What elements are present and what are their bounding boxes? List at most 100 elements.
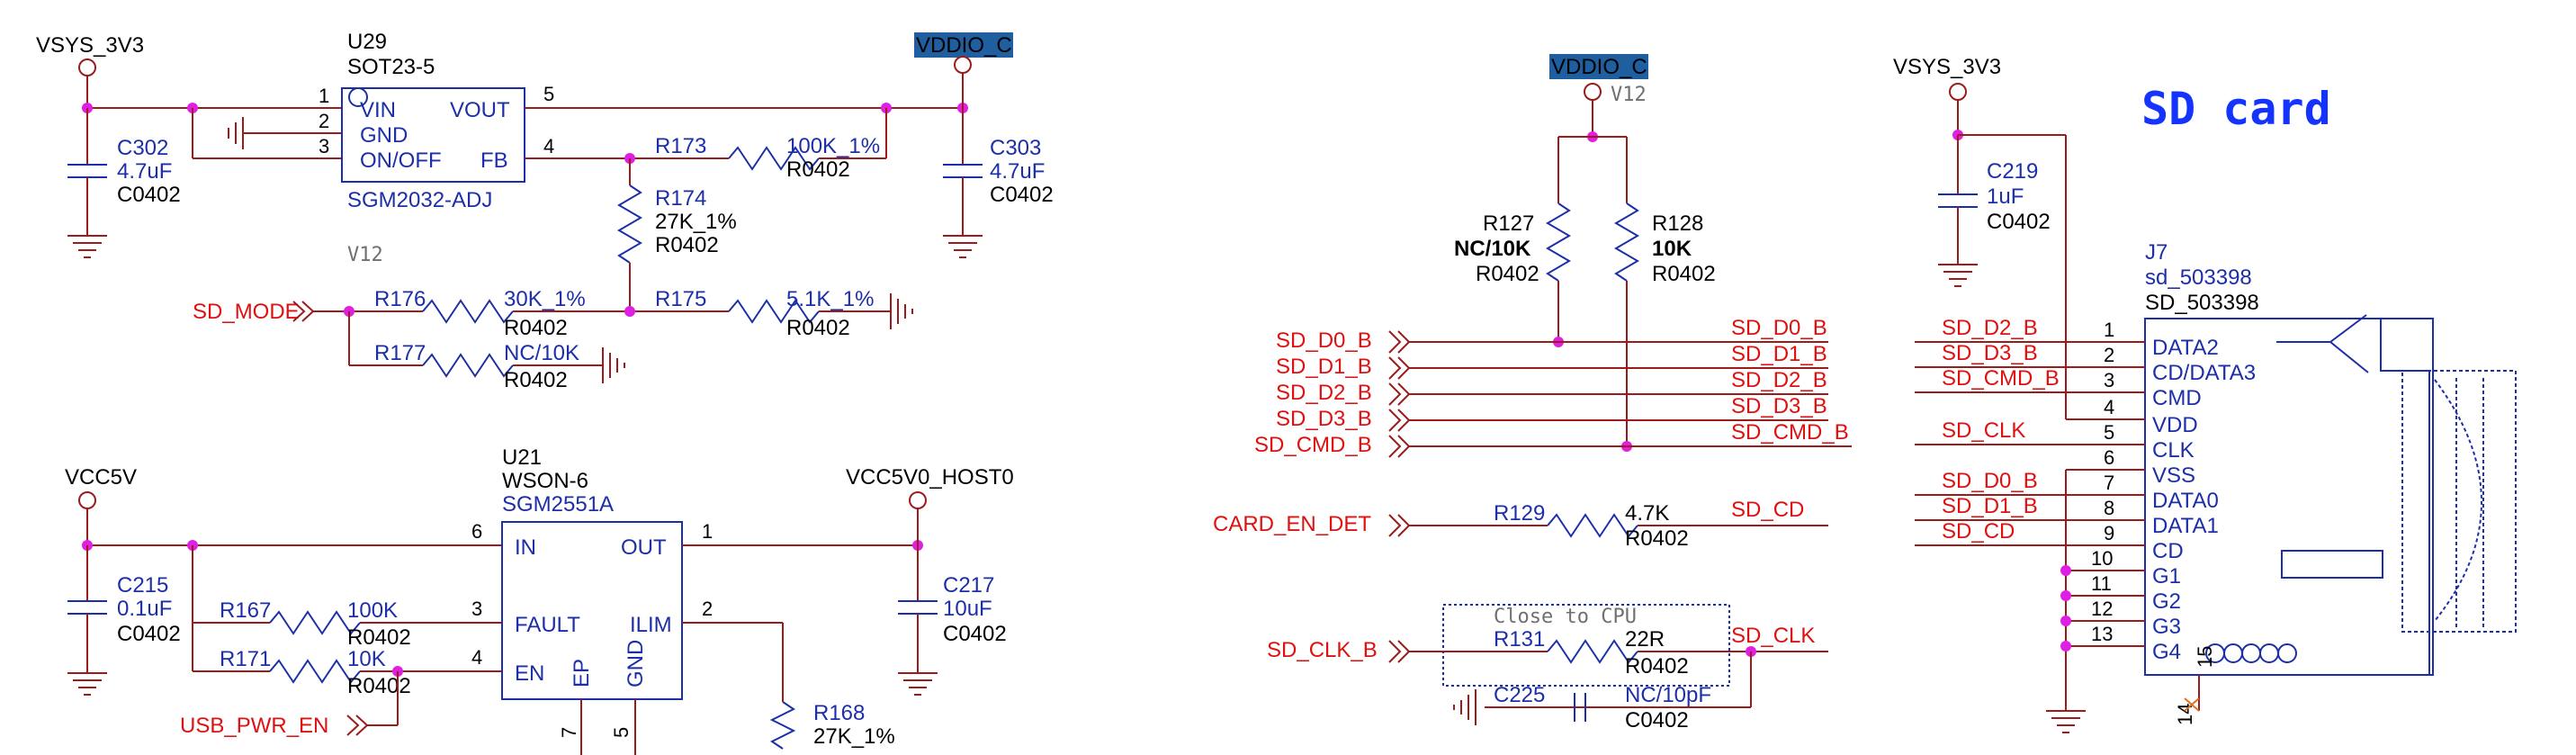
vsys-3v3-left-port [78,58,96,76]
usb-pwr-en-label: USB_PWR_EN [180,714,328,738]
c225-ref: C225 [1494,683,1545,707]
c225-value: NC/10pF [1625,683,1711,707]
j7-part: SD_503398 [2145,291,2259,315]
ground-symbol [67,672,107,696]
junction [2060,616,2071,626]
vsys-3v3-left-label: VSYS_3V3 [36,33,144,58]
j7-pin-row: 6 VSS [2066,446,2195,488]
r171-body [269,659,361,684]
sd-input-label: SD_D2_B [1276,381,1372,405]
j7-pin-number: 11 [2091,572,2112,595]
r176-body [422,299,514,324]
junction [2060,641,2071,652]
sd-output-label: SD_D1_B [1731,342,1827,366]
card-en-det-label: CARD_EN_DET [1213,512,1371,536]
j7-pin-name: VDD [2152,413,2198,437]
j7-extra-pin: 14 [2174,704,2196,725]
vddio-left-port [954,56,972,74]
c219-value: 1uF [1987,184,2024,209]
j7-pin-row: SD_D2_B 1 DATA2 [1915,316,2219,360]
u21-package: WSON-6 [502,469,588,493]
r168-ref: R168 [813,701,865,725]
j7-pin-row: SD_CD 9 CD [1915,519,2184,563]
r127-ref: R127 [1483,211,1534,236]
ground-symbol [943,235,983,258]
sd-input-label: SD_D1_B [1276,355,1372,379]
c215-value: 0.1uF [117,597,172,621]
j7-value: sd_503398 [2145,265,2252,290]
sd-mode-label: SD_MODE [193,300,300,324]
ground-symbol [1938,264,1978,287]
j7-pin-number: 8 [2104,497,2114,519]
offpage-connector [1388,330,1402,354]
sd-output-label: SD_D3_B [1731,394,1827,418]
c217-ref: C217 [943,573,994,598]
j7-net-label: SD_CMD_B [1942,366,2060,391]
j7-pin-name: G3 [2152,615,2181,639]
r173-value: 100K_1% [786,134,880,158]
c217-footprint: C0402 [943,622,1007,646]
r175-body [728,299,820,324]
j7-pin-row: 10 G1 [2066,547,2181,589]
offpage-connector [292,301,306,322]
r174-ref: R174 [655,186,706,211]
j7-pin-name: DATA0 [2152,489,2219,513]
u29-pin-number: 1 [319,85,329,107]
sd-bus-row: SD_D3_B SD_D3_B [1276,394,1828,432]
ground-symbol [898,672,938,696]
r128-ref: R128 [1652,211,1703,236]
j7-net-label: SD_D3_B [1942,341,2038,365]
r131-value: 22R [1625,627,1665,652]
j7-pin-row: 13 G4 [2066,623,2181,664]
r128-body [1614,202,1639,282]
j7-coil-symbol [2205,643,2297,663]
r167-ref: R167 [220,598,271,623]
j7-pin-name: CD/DATA3 [2152,361,2256,385]
vddio-left-highlight [914,32,1013,58]
u21-pin-en: EN [515,661,544,686]
u21-switch-section: VCC5V C215 0.1uF C0402 R167 100K R0402 [65,445,1014,755]
r128-footprint: R0402 [1652,262,1716,286]
r176-ref: R176 [374,287,426,311]
c219-ref: C219 [1987,159,2038,184]
close-to-cpu-label: Close to CPU [1494,606,1637,628]
u29-part: SGM2032-ADJ [347,188,492,212]
sd-output-label: SD_CMD_B [1731,420,1849,445]
c303-ref: C303 [990,136,1041,160]
u21-pin-number: 7 [558,727,580,738]
j7-card-outline [2273,318,2430,675]
j7-net-label: SD_D2_B [1942,316,2038,340]
j7-pin-row: SD_CMD_B 3 CMD [1915,366,2202,410]
j7-connector-section: SD card VSYS_3V3 C219 1uF C0402 J7 sd_50… [1893,55,2517,733]
j7-net-label: SD_D0_B [1942,469,2038,493]
sd-input-label: SD_D0_B [1276,328,1372,353]
r175-footprint: R0402 [786,316,850,340]
sd-clk-label: SD_CLK [1731,624,1815,648]
r131-footprint: R0402 [1625,654,1689,679]
u21-pin-number: 1 [702,520,713,543]
r168-body [769,701,796,750]
vcc5v-port [78,491,96,509]
r127-footprint: R0402 [1476,262,1539,286]
sd-bus-row: SD_CMD_B SD_CMD_B [1254,420,1852,458]
c303-footprint: C0402 [990,183,1054,207]
r129-body [1547,513,1638,538]
j7-net-label: SD_CLK [1942,418,2025,443]
c215-ref: C215 [117,573,168,598]
vcc5v-label: VCC5V [65,465,137,490]
offpage-connector [346,715,360,736]
j7-pin-name: CMD [2152,386,2202,410]
r177-ref: R177 [374,341,426,365]
u21-pin-number: 3 [471,598,482,620]
c303-value: 4.7uF [990,159,1045,184]
u29-pin-fb: FB [480,148,508,173]
u29-ref: U29 [347,30,387,54]
c302-value: 4.7uF [117,159,172,184]
r167-body [269,610,361,635]
ground-symbol [67,235,107,258]
vsys-3v3-right-label: VSYS_3V3 [1893,55,2001,79]
j7-pin-number: 3 [2104,369,2114,391]
r174-footprint: R0402 [655,233,719,257]
r171-footprint: R0402 [347,674,411,698]
j7-net-label: SD_D1_B [1942,494,2038,518]
